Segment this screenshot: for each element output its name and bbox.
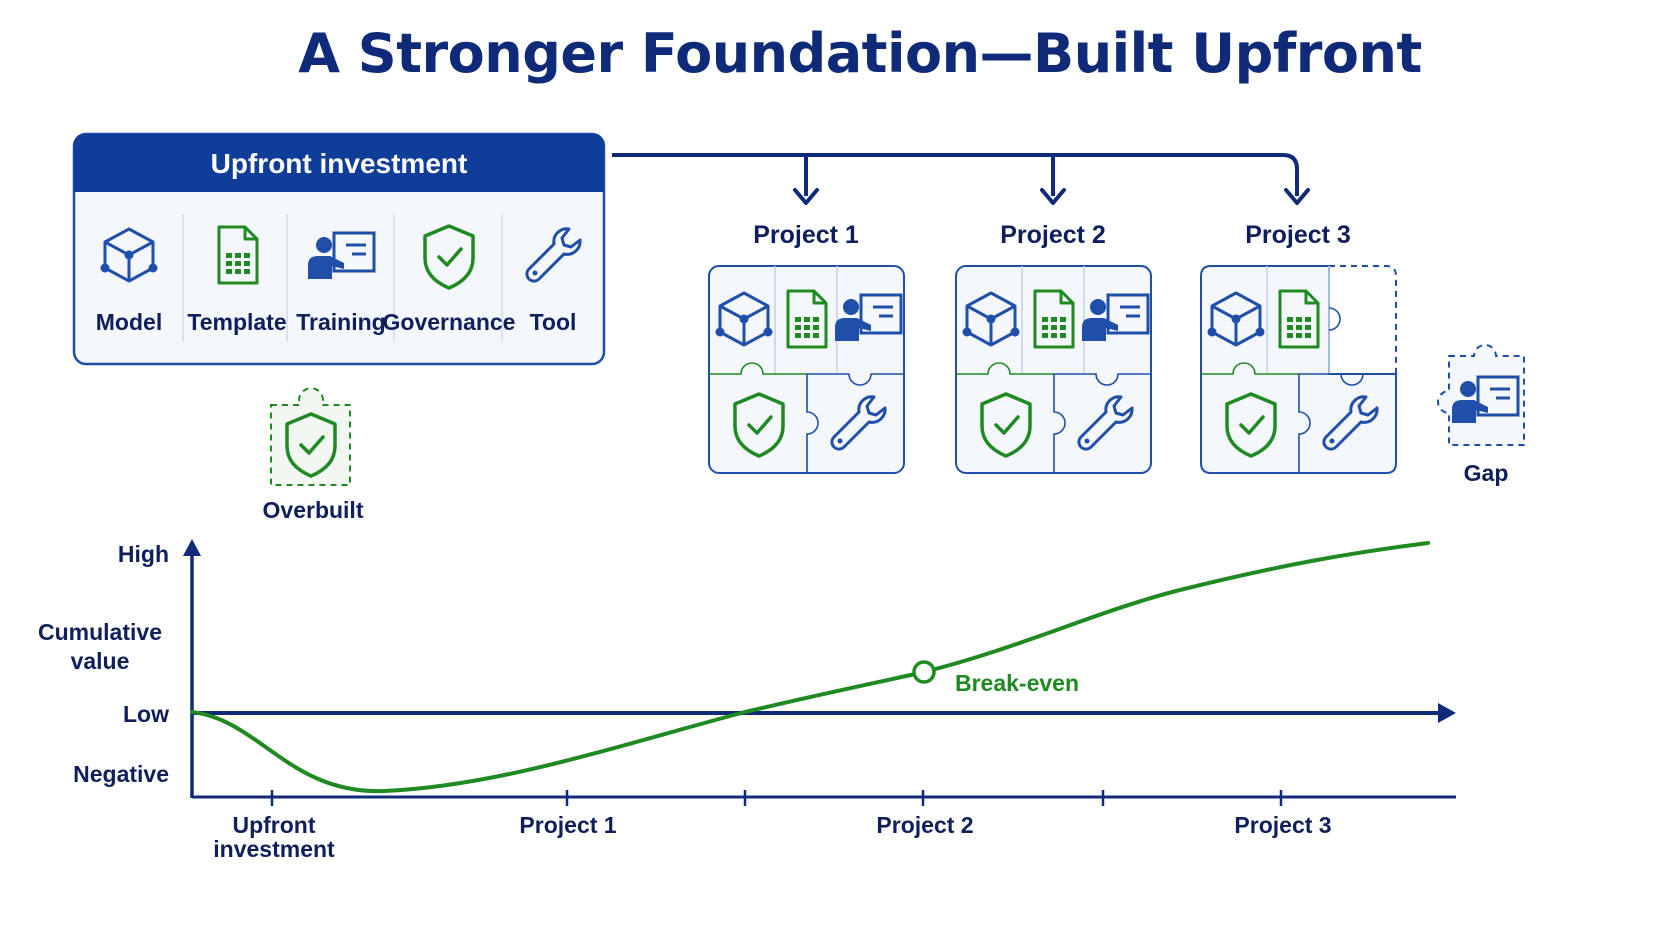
- overbuilt-piece: [270, 387, 351, 486]
- project-1-label: Project 1: [753, 221, 859, 249]
- break-even-label: Break-even: [955, 670, 1080, 696]
- arrow-to-project-2: [1040, 188, 1066, 205]
- project-3-puzzle: [1200, 265, 1397, 474]
- x-label-project-1: Project 1: [519, 812, 617, 838]
- y-axis-title-line-1: Cumulative: [38, 619, 162, 645]
- y-level-negative: Negative: [73, 761, 169, 787]
- item-label-model: Model: [95, 309, 163, 335]
- item-label-tool: Tool: [529, 309, 577, 335]
- value-chart: [183, 539, 1456, 806]
- zero-line-arrowhead: [1438, 703, 1456, 723]
- arrow-to-project-3: [1284, 188, 1310, 205]
- investment-panel: [72, 132, 606, 366]
- x-label-upfront-line-1: Upfront: [232, 812, 316, 838]
- investment-header: Upfront investment: [210, 148, 468, 179]
- distribution-connector: [612, 153, 1299, 196]
- project-1-puzzle: [708, 265, 905, 474]
- y-axis-arrowhead: [183, 539, 201, 556]
- y-level-low: Low: [123, 701, 169, 727]
- overbuilt-label: Overbuilt: [262, 497, 364, 523]
- break-even-marker: [912, 660, 936, 684]
- gap-piece: [1437, 344, 1525, 446]
- page-title: A Stronger Foundation—Built Upfront: [298, 22, 1422, 85]
- project-3-label: Project 3: [1245, 221, 1351, 249]
- x-label-upfront-line-2: investment: [213, 836, 335, 862]
- item-label-template: Template: [187, 309, 287, 335]
- item-label-training: Training: [296, 309, 386, 335]
- arrow-to-project-1: [793, 188, 819, 205]
- project-2-puzzle: [955, 265, 1152, 474]
- y-axis-title-line-2: value: [70, 648, 130, 674]
- cumulative-value-curve: [190, 541, 1430, 794]
- project-2-label: Project 2: [1000, 221, 1106, 249]
- item-label-governance: Governance: [382, 309, 516, 335]
- y-level-high: High: [117, 541, 169, 567]
- x-label-project-3: Project 3: [1234, 812, 1332, 838]
- x-label-project-2: Project 2: [876, 812, 974, 838]
- gap-label: Gap: [1463, 460, 1509, 486]
